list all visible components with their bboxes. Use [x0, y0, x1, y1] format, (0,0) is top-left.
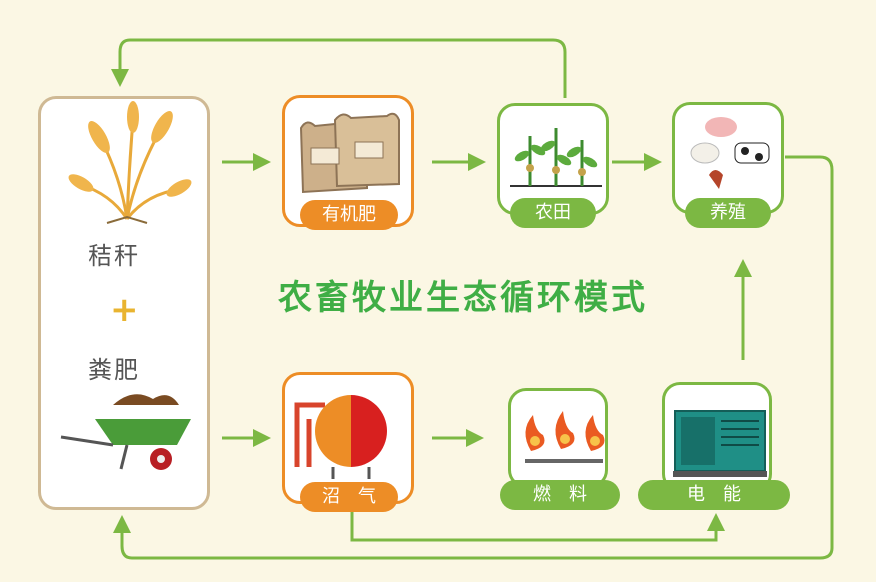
flame-icon: [525, 411, 605, 463]
arrow-bottom-loop: [113, 155, 834, 560]
biogas-tank-icon: [294, 395, 387, 479]
organic-fertilizer-label: 有机肥: [300, 200, 398, 230]
fertilizer-bags-icon: [299, 112, 400, 194]
arrow-top-loop: [111, 38, 567, 98]
straw-manure-frame: [38, 96, 210, 510]
crops-icon: [510, 128, 602, 187]
generator-icon: [673, 410, 767, 477]
straw-icon: [68, 101, 192, 224]
farmland-node: [497, 103, 609, 215]
plus-sign: +: [110, 290, 139, 330]
straw-label: 秸秆: [88, 242, 140, 270]
electricity-node: [662, 382, 772, 492]
fuel-node: [508, 388, 608, 488]
arrow-biogas-to-electricity: [350, 512, 725, 542]
electricity-label: 电 能: [638, 480, 790, 510]
farmland-label: 农田: [510, 198, 596, 228]
diagram-title: 农畜牧业生态循环模式: [278, 278, 648, 318]
livestock-label: 养殖: [685, 198, 771, 228]
manure-label: 粪肥: [88, 356, 140, 384]
livestock-icon: [690, 117, 770, 189]
fuel-label: 燃 料: [500, 480, 620, 510]
wheelbarrow-manure-icon: [60, 394, 191, 470]
biogas-node: [282, 372, 414, 504]
biogas-label: 沼 气: [300, 482, 398, 512]
